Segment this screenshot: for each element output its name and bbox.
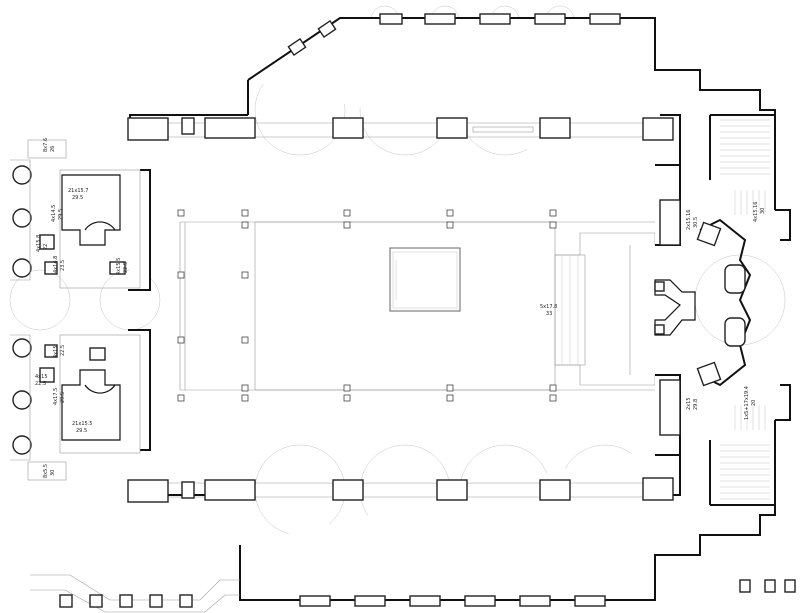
label-tl-a2: 26: [50, 146, 56, 152]
label-center2: 33: [546, 311, 552, 317]
label-tl-e: 4x14.8: [53, 256, 59, 273]
label-bl-e2: 30: [50, 470, 56, 476]
label-tl-d2: 22: [43, 244, 49, 250]
central-square: [389, 247, 461, 312]
dimension-labels: 8x7.6 26 21x15.7 29.5 4x14.5 29.5 4x15.8…: [35, 138, 766, 478]
label-tl-c: 4x14.5: [51, 205, 57, 222]
label-tl-b: 21x15.7: [68, 188, 88, 194]
label-bl-c2: 29.5: [60, 392, 66, 403]
label-r-bot2: 20: [751, 400, 757, 406]
label-tl-d: 4x15.8: [36, 235, 42, 252]
label-bl-d2: 29.5: [76, 428, 87, 434]
right-stairs: [659, 114, 776, 506]
label-tl-e2: 23.5: [60, 260, 66, 271]
nave-columns: [177, 209, 655, 402]
label-r-top: 4x15.16: [753, 202, 759, 222]
label-tl-a: 8x7.6: [43, 138, 49, 152]
label-bl-b: 4x15: [35, 374, 48, 380]
label-tl-b2: 29.5: [72, 195, 83, 201]
label-center: 5x17.8: [540, 304, 557, 310]
label-tl-f: 4x15.5: [116, 258, 122, 275]
label-bl-c: 4x17.5: [53, 388, 59, 405]
label-r-bot-b: 2x15: [686, 397, 692, 410]
label-bl-a: 4x15: [53, 345, 59, 358]
lower-arcade: [30, 574, 796, 613]
label-bl-b2: 22.5: [35, 381, 46, 387]
label-r-bot-b2: 29.8: [693, 399, 699, 410]
left-lower-stair: [10, 329, 151, 481]
label-tl-f2: 22.5: [123, 262, 129, 273]
label-bl-d: 21x15.5: [72, 421, 92, 427]
label-tl-c2: 29.5: [58, 209, 64, 220]
label-bl-e: 8x5.5: [43, 464, 49, 478]
label-r-top-b2: 30.5: [693, 217, 699, 228]
label-r-top-b: 2x15.16: [686, 210, 692, 230]
upper-wall-piers: [287, 13, 621, 607]
outer-walls: [129, 17, 791, 601]
label-r-bot: 1x5+17x19.4: [744, 386, 750, 420]
apse: [554, 232, 696, 386]
left-upper-stair: [10, 139, 151, 291]
label-bl-a2: 22.5: [60, 345, 66, 356]
nave-piers: [127, 117, 674, 503]
label-r-top2: 30: [760, 208, 766, 214]
